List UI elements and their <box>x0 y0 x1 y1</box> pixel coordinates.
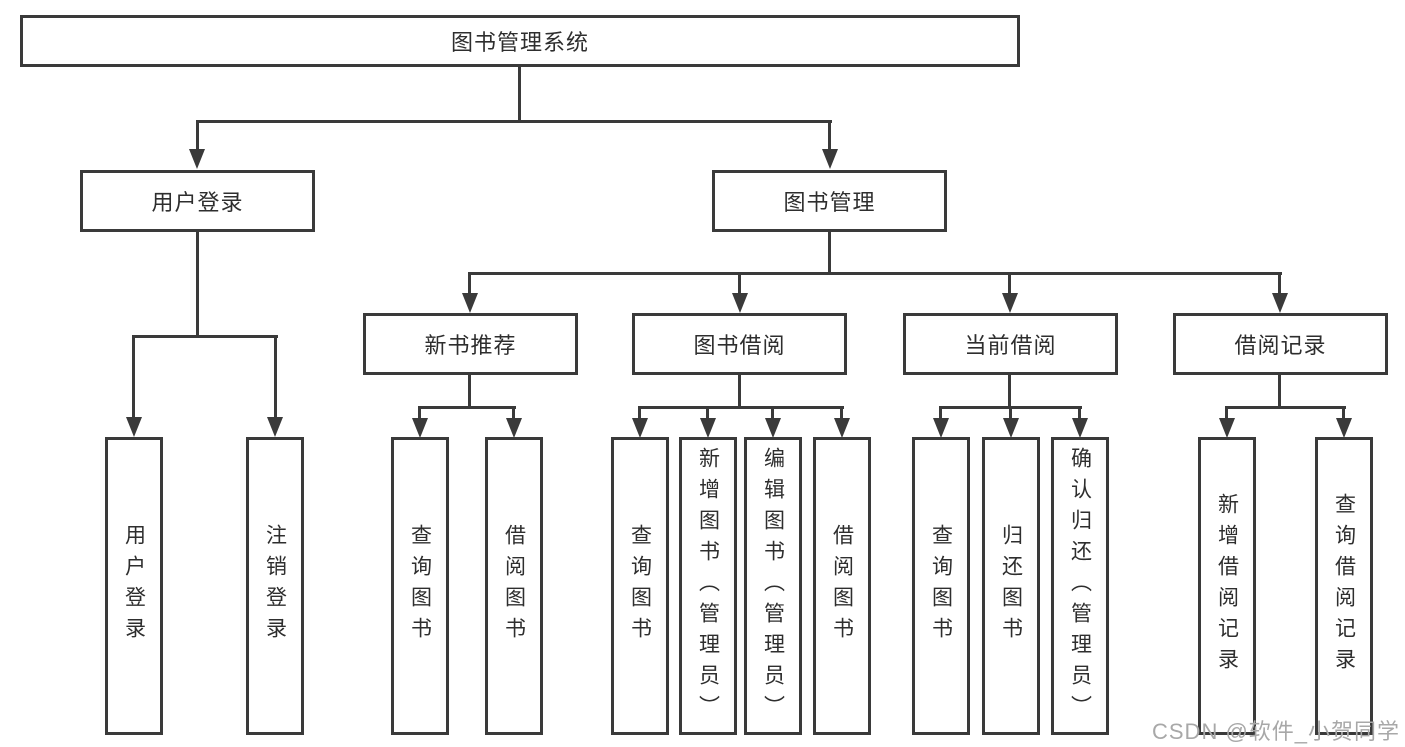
connector-stub <box>706 406 709 419</box>
connector-stub <box>1009 406 1012 419</box>
arrow-down-icon <box>732 293 748 313</box>
connector-book-borrow-vline <box>738 375 741 408</box>
connector-stub <box>132 335 135 419</box>
arrow-down-icon <box>1072 418 1088 438</box>
arrow-down-icon <box>126 417 142 437</box>
node-current-borrowing: 当前借阅 <box>903 313 1118 375</box>
arrow-down-icon <box>700 418 716 438</box>
connector-book-borrow-hline <box>638 406 844 409</box>
leaf-query-books-recommend: 查询图书 <box>391 437 449 735</box>
leaf-label: 注销登录 <box>263 524 287 648</box>
node-borrowing-records: 借阅记录 <box>1173 313 1388 375</box>
arrow-down-icon <box>1336 418 1352 438</box>
arrow-down-icon <box>1219 418 1235 438</box>
connector-root-vline <box>518 67 521 121</box>
connector-stub <box>274 335 277 419</box>
leaf-borrow-books-recommend: 借阅图书 <box>485 437 543 735</box>
connector-stub <box>1342 406 1345 419</box>
arrow-down-icon <box>834 418 850 438</box>
connector-stub <box>1008 272 1011 295</box>
leaf-label: 用户登录 <box>122 524 146 648</box>
connector-stub <box>512 406 515 419</box>
leaf-add-books-admin: 新增图书（管理员） <box>679 437 737 735</box>
arrow-down-icon <box>1003 418 1019 438</box>
arrow-down-icon <box>412 418 428 438</box>
arrow-down-icon <box>1272 293 1288 313</box>
connector-stub <box>1078 406 1081 419</box>
arrow-down-icon <box>267 417 283 437</box>
connector-stub <box>939 406 942 419</box>
node-user-login: 用户登录 <box>80 170 315 232</box>
leaf-user-login: 用户登录 <box>105 437 163 735</box>
connector-stub <box>638 406 641 419</box>
connector-stub <box>1278 272 1281 295</box>
connector-new-books-hline <box>418 406 516 409</box>
leaf-label: 新增图书（管理员） <box>696 446 720 726</box>
arrow-down-icon <box>632 418 648 438</box>
connector-user-login-vline <box>196 232 199 337</box>
leaf-label: 查询借阅记录 <box>1332 493 1356 679</box>
leaf-label: 归还图书 <box>999 524 1023 648</box>
leaf-logout: 注销登录 <box>246 437 304 735</box>
connector-stub <box>738 272 741 295</box>
leaf-label: 借阅图书 <box>830 524 854 648</box>
connector-current-borrow-vline <box>1008 375 1011 408</box>
node-book-borrowing: 图书借阅 <box>632 313 847 375</box>
leaf-confirm-return-admin: 确认归还（管理员） <box>1051 437 1109 735</box>
arrow-down-icon <box>462 293 478 313</box>
leaf-label: 查询图书 <box>408 524 432 648</box>
connector-borrow-records-vline <box>1278 375 1281 408</box>
leaf-label: 编辑图书（管理员） <box>761 446 785 726</box>
connector-new-books-vline <box>468 375 471 408</box>
leaf-label: 确认归还（管理员） <box>1068 446 1092 726</box>
arrow-down-icon <box>189 149 205 169</box>
connector-user-login-stub <box>196 120 199 152</box>
arrow-down-icon <box>1002 293 1018 313</box>
leaf-label: 查询图书 <box>929 524 953 648</box>
node-book-management: 图书管理 <box>712 170 947 232</box>
connector-borrow-records-hline <box>1225 406 1346 409</box>
arrow-down-icon <box>506 418 522 438</box>
leaf-query-books-current: 查询图书 <box>912 437 970 735</box>
arrow-down-icon <box>765 418 781 438</box>
connector-book-mgmt-vline <box>828 232 831 275</box>
csdn-watermark: CSDN @软件_小贺同学 <box>1152 719 1401 744</box>
leaf-borrow-books: 借阅图书 <box>813 437 871 735</box>
node-new-book-recommend: 新书推荐 <box>363 313 578 375</box>
leaf-query-borrow-record: 查询借阅记录 <box>1315 437 1373 735</box>
connector-stub <box>771 406 774 419</box>
connector-level2-hline <box>196 120 832 123</box>
leaf-label: 新增借阅记录 <box>1215 493 1239 679</box>
connector-book-mgmt-stub <box>828 120 831 152</box>
node-root-library-system: 图书管理系统 <box>20 15 1020 67</box>
connector-stub <box>418 406 421 419</box>
connector-stub <box>1225 406 1228 419</box>
leaf-label: 查询图书 <box>628 524 652 648</box>
arrow-down-icon <box>933 418 949 438</box>
connector-stub <box>840 406 843 419</box>
leaf-query-books-borrow: 查询图书 <box>611 437 669 735</box>
leaf-edit-books-admin: 编辑图书（管理员） <box>744 437 802 735</box>
connector-user-login-hline <box>132 335 278 338</box>
arrow-down-icon <box>822 149 838 169</box>
leaf-return-books: 归还图书 <box>982 437 1040 735</box>
leaf-add-borrow-record: 新增借阅记录 <box>1198 437 1256 735</box>
connector-level3-hline <box>468 272 1282 275</box>
connector-stub <box>468 272 471 295</box>
leaf-label: 借阅图书 <box>502 524 526 648</box>
